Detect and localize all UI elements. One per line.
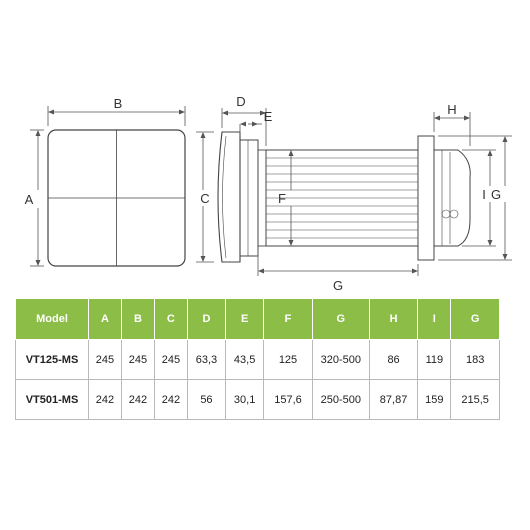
dimension-g-length xyxy=(257,250,419,276)
label-e: E xyxy=(264,109,273,124)
header-h: H xyxy=(368,298,419,340)
cell: 159 xyxy=(417,379,452,420)
table-row: VT125-MS 245 245 245 63,3 43,5 125 320-5… xyxy=(15,339,500,380)
dimension-d xyxy=(221,108,267,146)
cell: 183 xyxy=(450,339,500,380)
header-d: D xyxy=(186,298,227,340)
label-g-length: G xyxy=(333,278,343,293)
cell: 119 xyxy=(417,339,452,380)
cell: 87,87 xyxy=(368,379,419,420)
cell: 320-500 xyxy=(311,339,370,380)
label-i: I xyxy=(482,187,486,202)
cell: 215,5 xyxy=(450,379,500,420)
header-c: C xyxy=(153,298,188,340)
cell: 56 xyxy=(186,379,227,420)
front-view xyxy=(47,129,186,267)
header-model: Model xyxy=(15,298,89,340)
label-g-right: G xyxy=(491,187,501,202)
cell-model: VT501-MS xyxy=(15,379,89,420)
cell: 245 xyxy=(153,339,188,380)
header-f: F xyxy=(263,298,313,340)
header-g: G xyxy=(311,298,370,340)
label-h: H xyxy=(447,102,456,117)
table-row: VT501-MS 242 242 242 56 30,1 157,6 250-5… xyxy=(15,379,500,420)
cell-model: VT125-MS xyxy=(15,339,89,380)
label-a: A xyxy=(25,192,34,207)
dimension-b xyxy=(47,106,186,126)
cell: 63,3 xyxy=(186,339,227,380)
dimension-a xyxy=(30,129,44,267)
label-c: C xyxy=(200,191,209,206)
dimension-e xyxy=(239,121,262,136)
dimension-g-right xyxy=(438,135,512,261)
dimension-c xyxy=(196,131,214,263)
label-d: D xyxy=(236,94,245,109)
label-b: B xyxy=(114,96,123,111)
header-b: B xyxy=(120,298,155,340)
dimension-i xyxy=(462,149,496,247)
header-e: E xyxy=(225,298,265,340)
header-g2: G xyxy=(450,298,500,340)
specs-table: Model A B C D E F G H I G VT125-MS 245 2… xyxy=(15,298,500,420)
cell: 86 xyxy=(368,339,419,380)
cell: 242 xyxy=(88,379,122,420)
side-view xyxy=(217,131,471,263)
side-cover xyxy=(217,131,241,263)
cell: 242 xyxy=(120,379,155,420)
dimension-f xyxy=(288,150,294,246)
cell: 125 xyxy=(263,339,313,380)
cell: 245 xyxy=(88,339,122,380)
cell: 245 xyxy=(120,339,155,380)
cell: 43,5 xyxy=(225,339,265,380)
label-f: F xyxy=(278,191,286,206)
technical-drawing: B A xyxy=(25,94,512,293)
outer-hood xyxy=(417,135,435,261)
cell: 30,1 xyxy=(225,379,265,420)
cell: 250-500 xyxy=(311,379,370,420)
header-i: I xyxy=(417,298,452,340)
cell: 242 xyxy=(153,379,188,420)
dimension-h xyxy=(433,112,471,146)
cell: 157,6 xyxy=(263,379,313,420)
header-a: A xyxy=(88,298,122,340)
side-collar xyxy=(239,139,259,257)
table-header-row: Model A B C D E F G H I G xyxy=(15,298,500,340)
